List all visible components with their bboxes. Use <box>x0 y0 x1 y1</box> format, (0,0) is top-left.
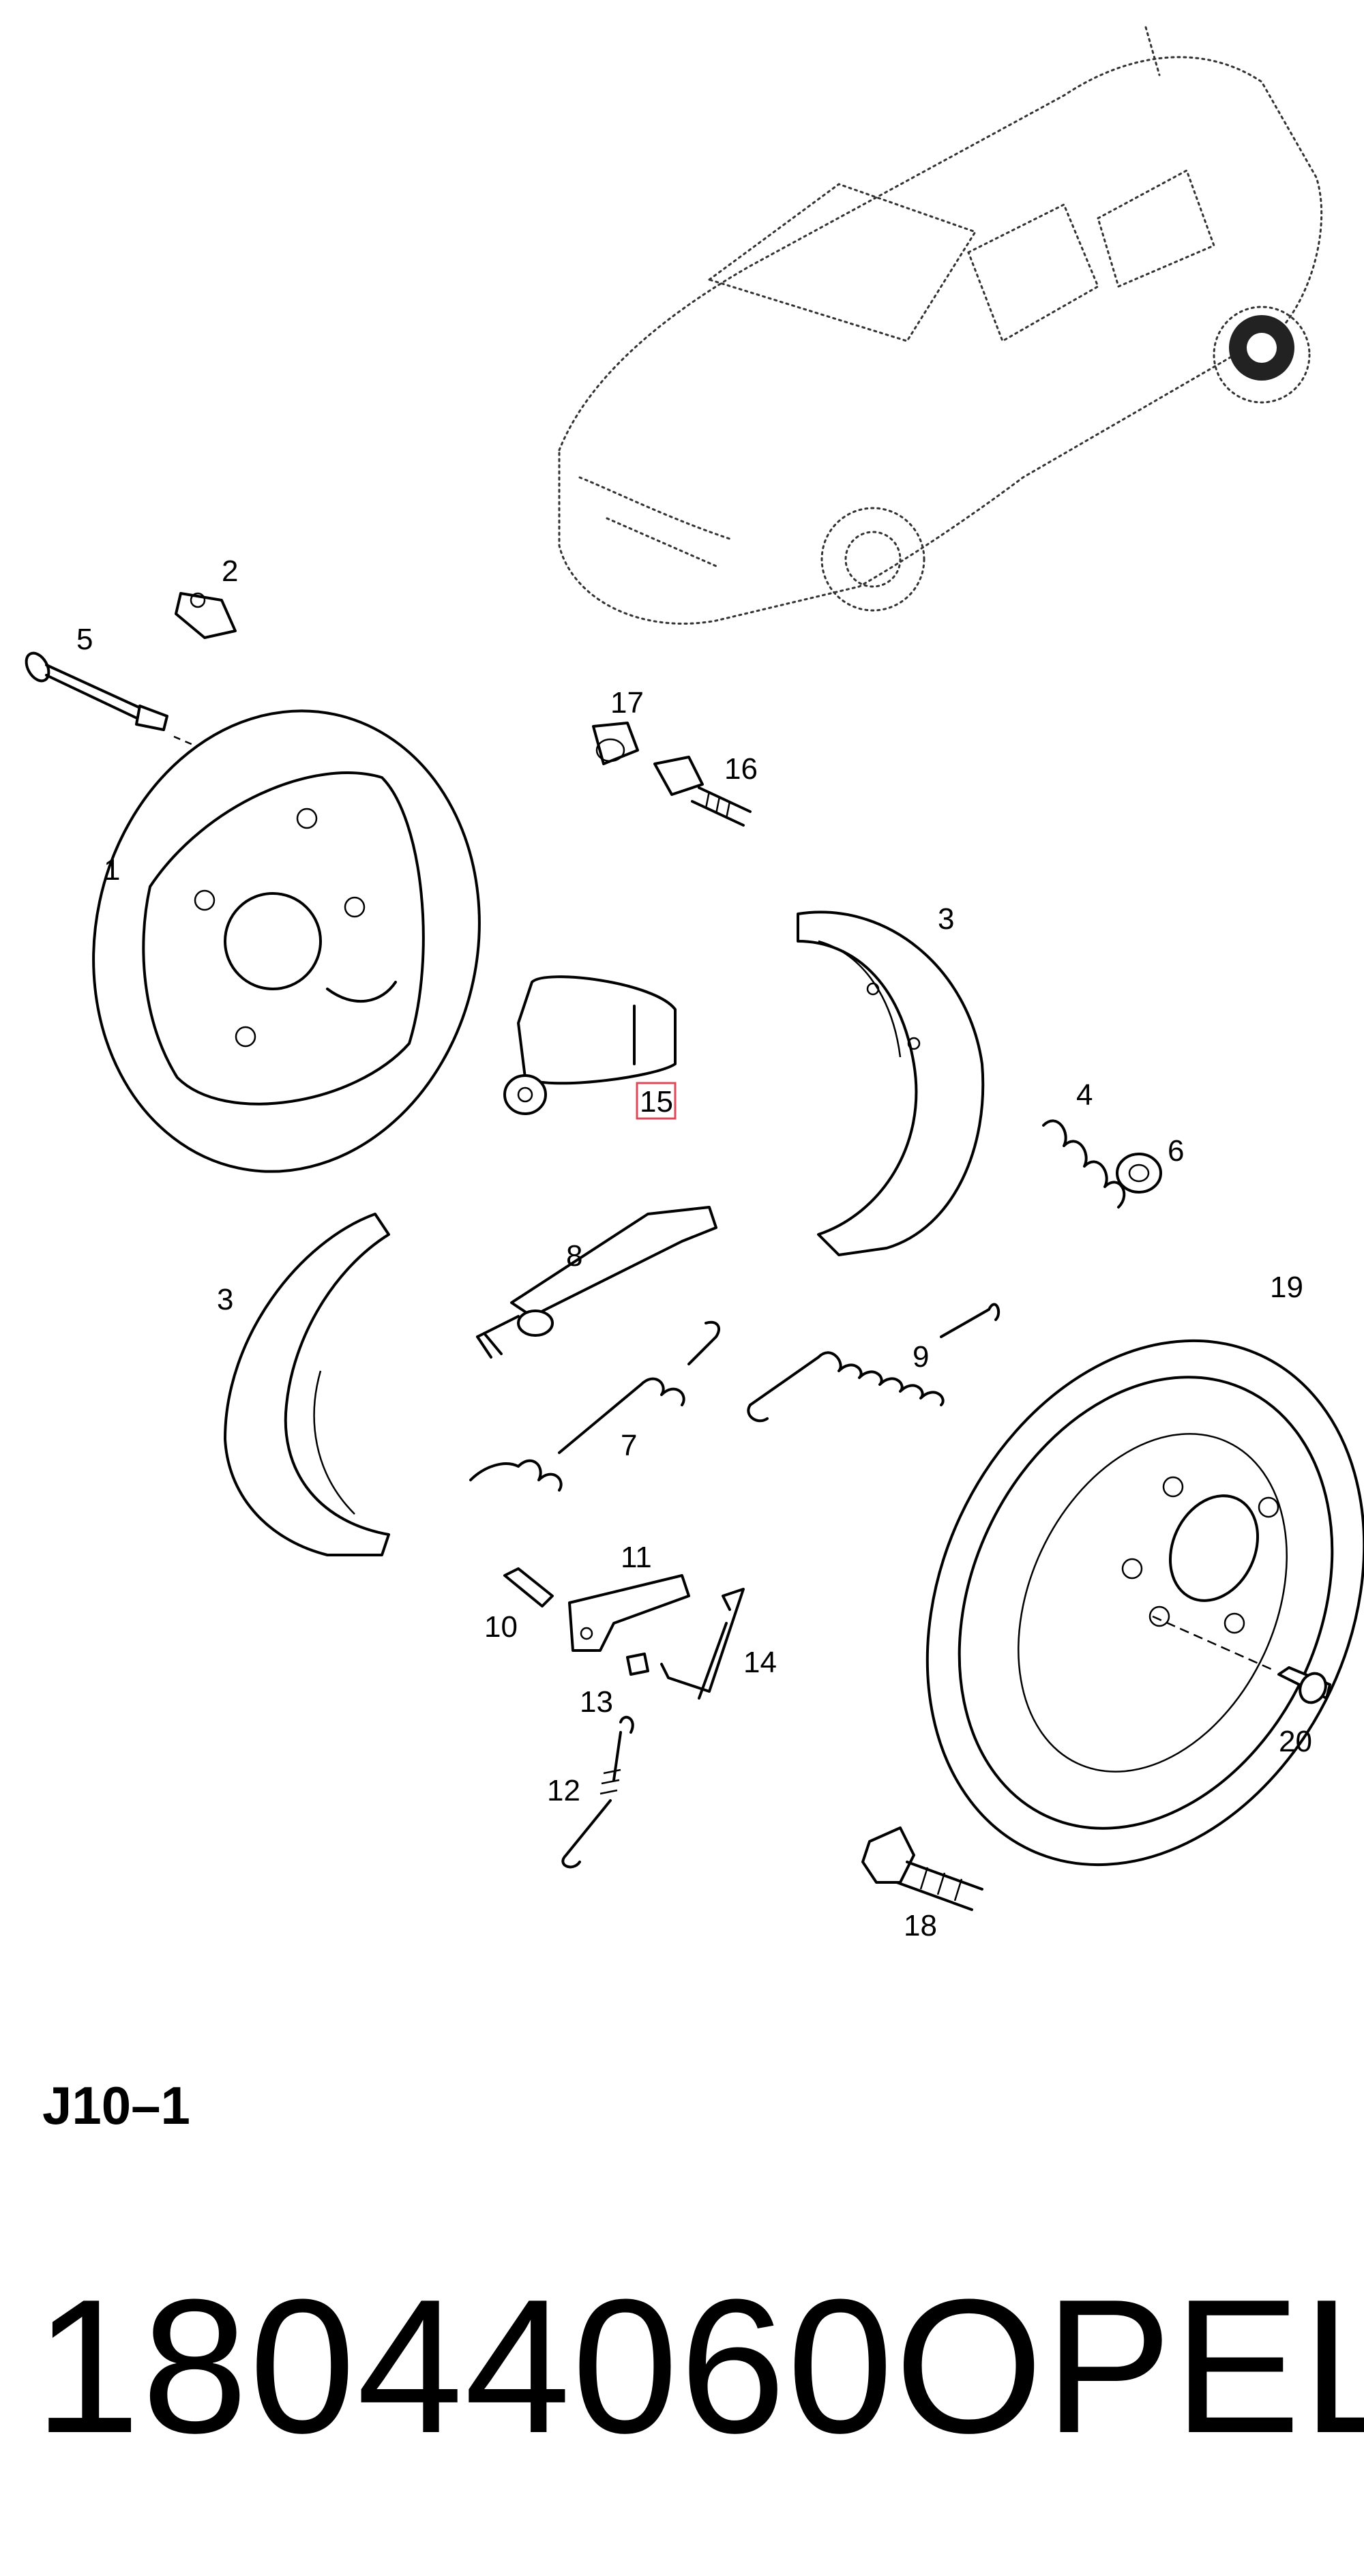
part-hold-down-pin <box>25 651 198 748</box>
part-number: 18044060 <box>34 2260 895 2473</box>
callout-1: 1 <box>104 853 120 887</box>
callout-3-right: 3 <box>938 902 954 936</box>
part-screw <box>1277 1666 1331 1704</box>
callout-15: 15 <box>640 1085 673 1119</box>
part-dust-cap <box>592 722 639 765</box>
part-return-spring <box>747 1303 1000 1423</box>
callout-7: 7 <box>621 1429 637 1462</box>
part-lever <box>568 1574 690 1652</box>
footer-caption: 18044060 OPEL <box>34 2260 1364 2473</box>
callout-19: 19 <box>1270 1271 1303 1304</box>
callout-9: 9 <box>913 1340 929 1374</box>
callout-17: 17 <box>610 686 644 720</box>
part-spring-small-lower <box>561 1715 634 1869</box>
callout-11: 11 <box>621 1541 652 1574</box>
callout-5: 5 <box>76 623 93 656</box>
part-pin <box>503 1567 554 1608</box>
callout-2: 2 <box>222 554 238 588</box>
part-bleed-cap <box>175 592 237 639</box>
brand-name: OPEL <box>894 2260 1364 2473</box>
callout-20: 20 <box>1279 1725 1312 1758</box>
part-wheel-bolt <box>861 1826 983 1911</box>
part-spring-small <box>1042 1119 1126 1209</box>
callout-15-highlighted: 15 <box>636 1082 677 1120</box>
callout-14: 14 <box>743 1646 777 1679</box>
part-spring-double <box>469 1320 720 1492</box>
part-adjuster <box>476 1206 717 1359</box>
callout-16: 16 <box>724 752 758 786</box>
part-wire-link <box>660 1588 745 1700</box>
callout-labels: 1 2 3 3 4 5 6 7 8 9 10 11 12 13 14 15 16… <box>76 554 1312 1942</box>
callout-12: 12 <box>547 1774 580 1807</box>
callout-4: 4 <box>1076 1078 1093 1112</box>
callout-10: 10 <box>484 1610 518 1644</box>
callout-13: 13 <box>580 1685 613 1719</box>
part-brake-shoe-left <box>224 1213 390 1556</box>
part-bleeder-screw <box>653 756 752 827</box>
part-brake-shoe-right <box>797 911 985 1256</box>
callout-8: 8 <box>566 1239 582 1273</box>
callout-3-left: 3 <box>217 1283 233 1316</box>
section-code: J10–1 <box>42 2075 190 2135</box>
part-wheel-cylinder <box>503 975 677 1115</box>
car-illustration <box>558 26 1323 625</box>
callout-18: 18 <box>904 1909 937 1942</box>
part-washer <box>626 1653 649 1676</box>
part-backing-plate <box>92 709 481 1173</box>
callout-6: 6 <box>1168 1134 1184 1168</box>
part-brake-drum <box>925 1339 1364 1867</box>
highlighted-rear-wheel-icon <box>1229 315 1294 381</box>
part-retainer-cup <box>1116 1153 1162 1194</box>
